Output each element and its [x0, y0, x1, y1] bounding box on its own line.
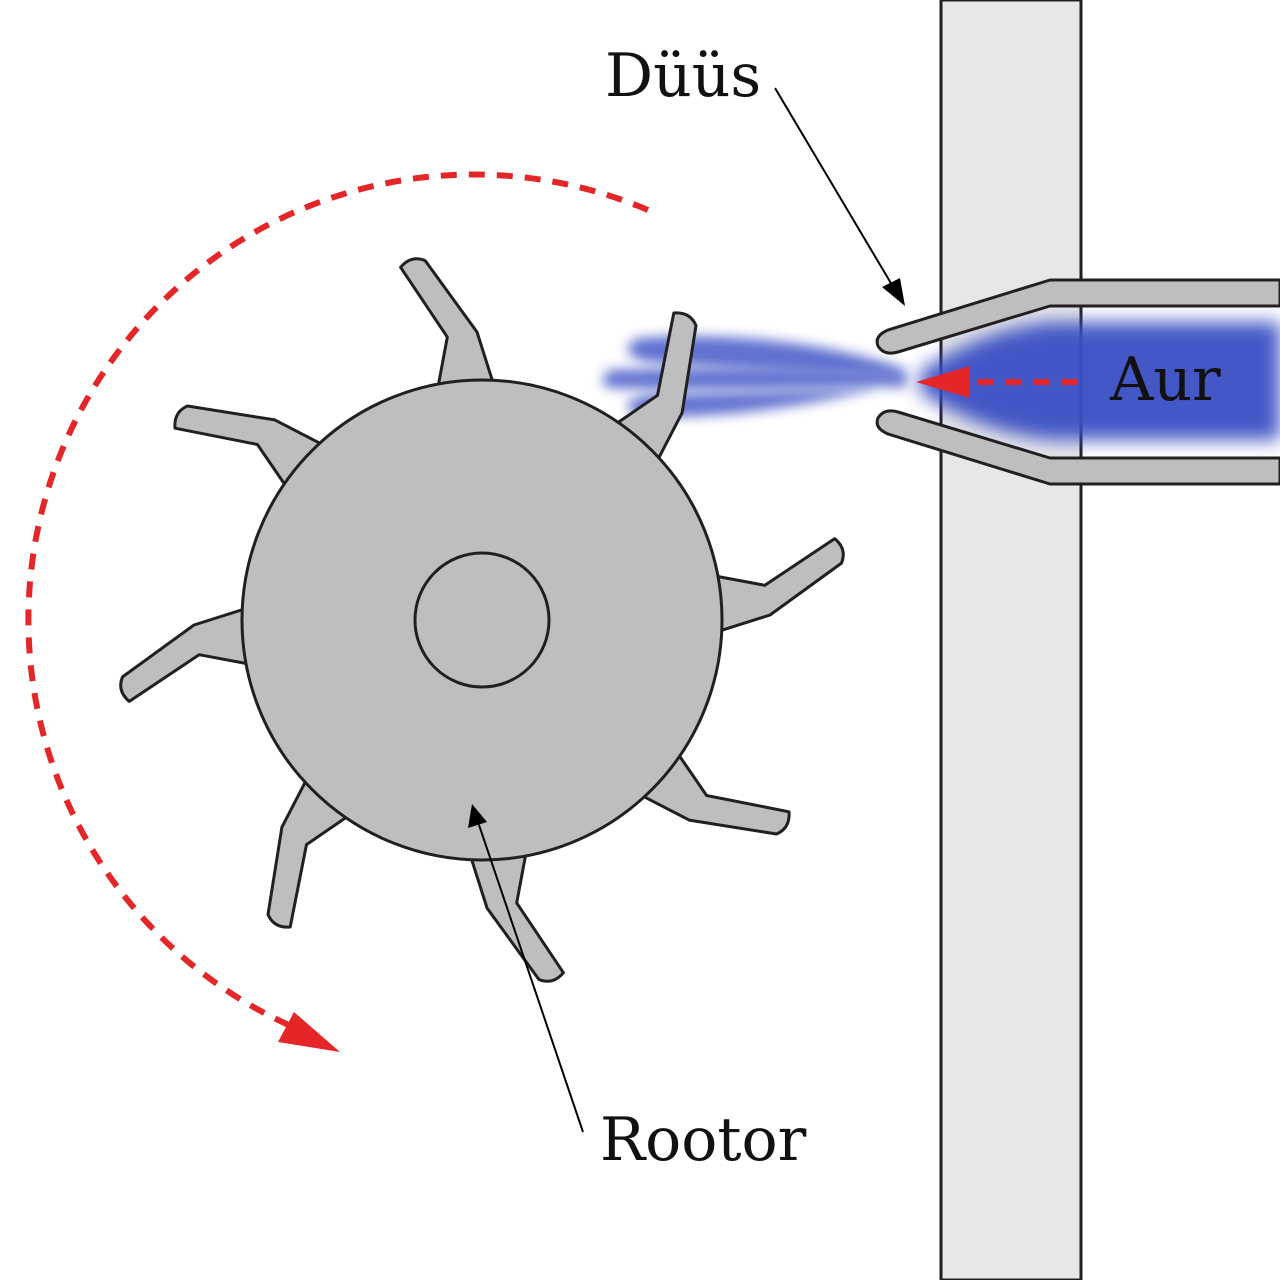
rotor-blade [119, 606, 254, 703]
rotor [119, 257, 845, 983]
rotation-arrowhead [278, 1012, 340, 1052]
steam-flow-arrow [916, 366, 1078, 398]
rotation-arrow [25, 171, 650, 1052]
rotor-blade [266, 775, 353, 929]
steam-flow-arrowhead [916, 366, 970, 398]
nozzle-label: Düüs [605, 41, 761, 111]
nozzle-lower-wall [875, 409, 1280, 486]
rotor-blade [173, 404, 327, 491]
nozzle-upper-wall [875, 278, 1280, 355]
rotor-blade [637, 749, 791, 836]
housing-wall [939, 0, 1083, 1280]
rotor-blade [710, 537, 845, 634]
rotor-blade [611, 311, 698, 465]
nozzle [875, 278, 1280, 486]
rotor-hub [413, 551, 551, 689]
nozzle-leader [774, 87, 905, 306]
steam-jet [602, 322, 1280, 440]
steam-label: Aur [1109, 345, 1221, 415]
rotor-blade [468, 848, 565, 983]
rotor-leader [468, 804, 584, 1133]
rotor-label: Rootor [600, 1105, 807, 1175]
rotor-blade [399, 257, 496, 392]
